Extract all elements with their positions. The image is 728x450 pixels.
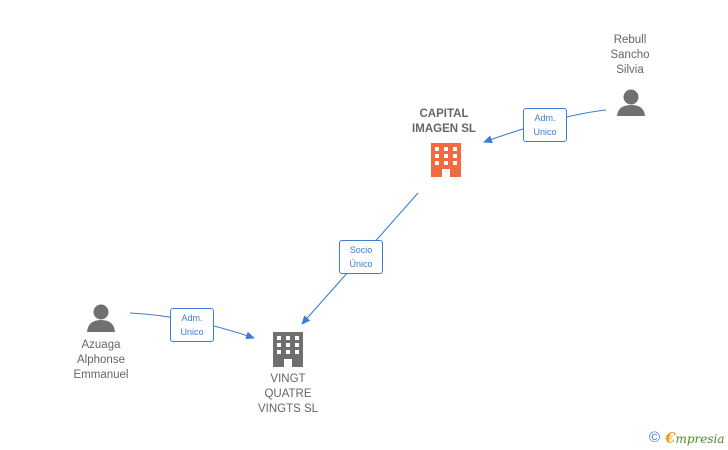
- footer-brand: © €mpresia: [649, 428, 725, 448]
- label-line: Sancho: [610, 49, 650, 61]
- badge-line: Unico: [533, 127, 557, 137]
- company-label-vingt-quatre[interactable]: VINGT QUATRE VINGTS SL: [236, 372, 340, 417]
- edge-badge-adm-unico: Adm. Unico: [523, 108, 567, 142]
- building-icon[interactable]: [431, 143, 461, 177]
- brand-rest: mpresia: [675, 432, 725, 446]
- badge-line: Único: [349, 259, 373, 269]
- label-line: VINGTS SL: [257, 403, 319, 415]
- label-line: Silvia: [616, 64, 644, 76]
- person-label-azuaga[interactable]: Azuaga Alphonse Emmanuel: [58, 338, 144, 383]
- edge-badge-socio-unico: Socio Único: [339, 240, 383, 274]
- copyright-symbol: ©: [649, 429, 661, 446]
- label-line: Rebull: [613, 34, 647, 46]
- label-line: Azuaga: [81, 339, 121, 351]
- label-line: VINGT: [270, 373, 306, 385]
- person-icon[interactable]: [617, 89, 645, 117]
- badge-line: Adm.: [534, 113, 556, 123]
- badge-line: Unico: [180, 327, 204, 337]
- empresia-logo[interactable]: €mpresia: [665, 429, 725, 447]
- label-line: Emmanuel: [73, 369, 129, 381]
- label-line: IMAGEN SL: [412, 123, 476, 135]
- company-label-capital-imagen[interactable]: CAPITAL IMAGEN SL: [392, 107, 496, 137]
- edge-badge-adm-unico: Adm. Unico: [170, 308, 214, 342]
- brand-initial: €: [665, 429, 676, 447]
- person-icon[interactable]: [87, 304, 115, 333]
- badge-line: Socio: [349, 245, 373, 255]
- label-line: QUATRE: [264, 388, 312, 400]
- label-line: Alphonse: [77, 354, 125, 366]
- label-line: CAPITAL: [419, 108, 469, 120]
- building-icon[interactable]: [273, 332, 303, 367]
- badge-line: Adm.: [181, 313, 203, 323]
- person-label-rebull[interactable]: Rebull Sancho Silvia: [590, 33, 670, 78]
